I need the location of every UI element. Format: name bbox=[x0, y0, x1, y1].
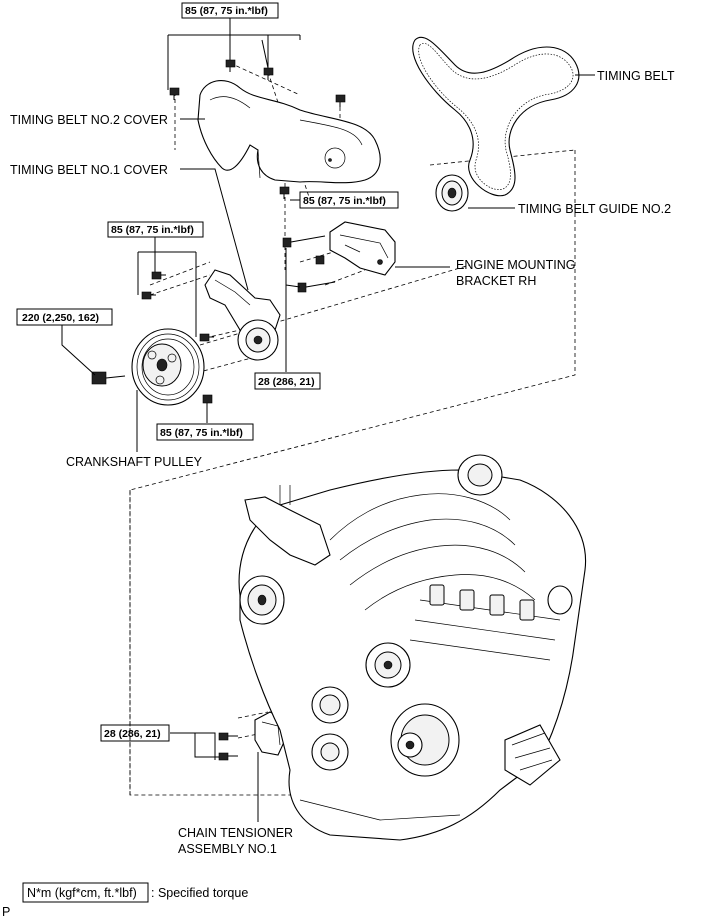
legend-description: : Specified torque bbox=[151, 886, 248, 900]
timing-belt-guide-no2 bbox=[435, 174, 469, 212]
bolt-icon bbox=[282, 235, 326, 248]
label-crankshaft-pulley: CRANKSHAFT PULLEY bbox=[66, 455, 203, 469]
torque-box-tensioner-bolts: 28 (286, 21) bbox=[100, 724, 170, 742]
label-engine-mounting-bracket-line1: ENGINE MOUNTING bbox=[456, 258, 575, 272]
torque-box-no1-cover-bolts: 85 (87, 75 in.*lbf) bbox=[107, 221, 204, 238]
bolt-icon bbox=[91, 371, 126, 385]
bolt-icon bbox=[263, 67, 274, 80]
torque-box-pulley-bolt: 220 (2,250, 162) bbox=[16, 308, 113, 326]
label-timing-belt: TIMING BELT bbox=[597, 69, 675, 83]
bolt-icon bbox=[297, 281, 336, 293]
label-chain-tensioner-line1: CHAIN TENSIONER bbox=[178, 826, 293, 840]
label-timing-belt-no2-cover: TIMING BELT NO.2 COVER bbox=[10, 113, 168, 127]
bolt-icon bbox=[202, 394, 213, 408]
legend: N*m (kgf*cm, ft.*lbf) : Specified torque bbox=[22, 882, 248, 903]
label-timing-belt-no1-cover: TIMING BELT NO.1 COVER bbox=[10, 163, 168, 177]
torque-box-top-cover-bolts: 85 (87, 75 in.*lbf) bbox=[181, 2, 279, 19]
bolt-icon bbox=[225, 59, 236, 72]
legend-unit-box: N*m (kgf*cm, ft.*lbf) bbox=[27, 886, 137, 900]
bolt-icon bbox=[141, 291, 156, 300]
timing-belt-no2-cover bbox=[197, 79, 381, 184]
label-timing-belt-guide-no2: TIMING BELT GUIDE NO.2 bbox=[518, 202, 671, 216]
label-chain-tensioner-line2: ASSEMBLY NO.1 bbox=[178, 842, 277, 856]
torque-value: 220 (2,250, 162) bbox=[22, 312, 99, 324]
torque-box-pulley-lower-bolt: 85 (87, 75 in.*lbf) bbox=[156, 423, 254, 441]
torque-value: 85 (87, 75 in.*lbf) bbox=[303, 195, 386, 207]
bolt-icon bbox=[315, 255, 325, 265]
bolt-icon bbox=[199, 333, 214, 342]
bolts bbox=[91, 59, 346, 761]
timing-belt bbox=[412, 37, 580, 197]
bolt-icon bbox=[335, 94, 346, 107]
label-engine-mounting-bracket-line2: BRACKET RH bbox=[456, 274, 536, 288]
bolt-icon bbox=[218, 752, 238, 761]
bolt-icon bbox=[169, 87, 180, 100]
bolt-icon bbox=[279, 186, 290, 199]
torque-value: 28 (286, 21) bbox=[104, 728, 161, 740]
idler-pulley bbox=[237, 319, 279, 361]
bolt-icon bbox=[218, 732, 238, 741]
torque-value: 85 (87, 75 in.*lbf) bbox=[185, 5, 268, 17]
torque-value: 85 (87, 75 in.*lbf) bbox=[160, 427, 243, 439]
engine-mounting-bracket-rh bbox=[329, 221, 396, 276]
torque-box-bracket-bolts: 28 (286, 21) bbox=[254, 372, 321, 390]
torque-box-cover-lower-bolt: 85 (87, 75 in.*lbf) bbox=[299, 191, 399, 209]
leader-lines bbox=[61, 18, 595, 822]
torque-value: 28 (286, 21) bbox=[258, 376, 315, 388]
bolt-icon bbox=[151, 271, 166, 280]
torque-value: 85 (87, 75 in.*lbf) bbox=[111, 224, 194, 236]
engine-block bbox=[238, 454, 587, 841]
crankshaft-pulley bbox=[131, 328, 205, 406]
corner-mark: P bbox=[2, 905, 10, 919]
